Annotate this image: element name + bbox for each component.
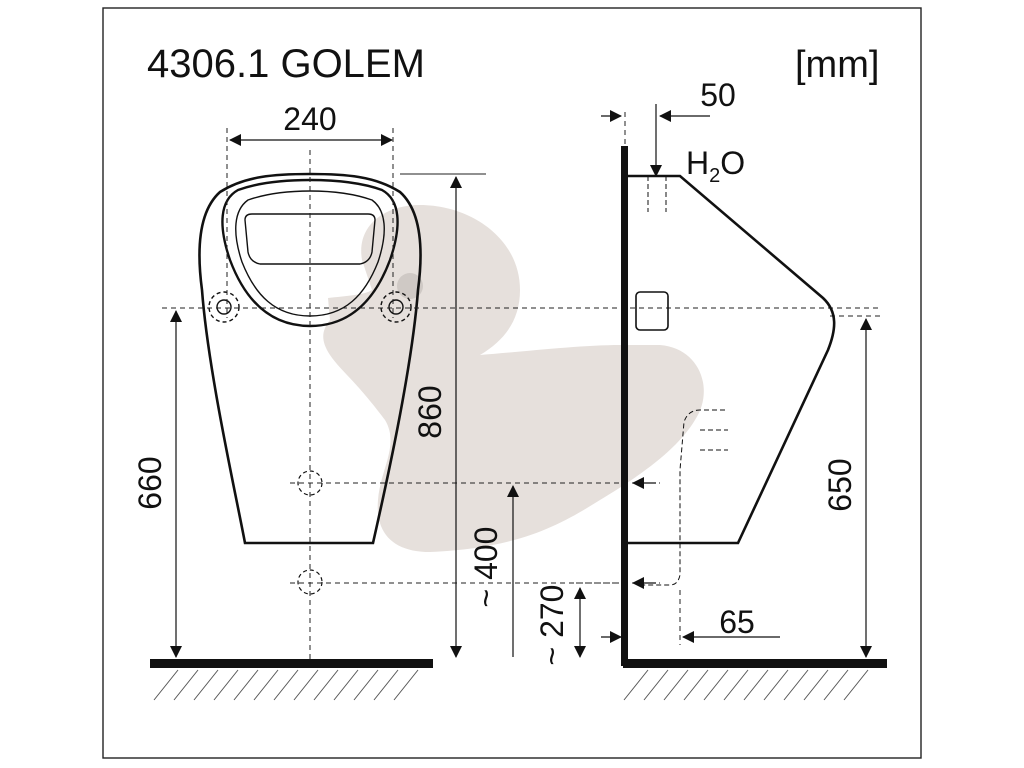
drawing-title: 4306.1 GOLEM bbox=[147, 42, 425, 86]
dim-offset-50: 50 bbox=[700, 77, 736, 113]
dim-height-270: ~ 270 bbox=[534, 585, 570, 666]
dim-width-240: 240 bbox=[283, 101, 336, 137]
water-label: H2O bbox=[686, 145, 745, 187]
dashed-guides bbox=[162, 112, 880, 660]
dim-height-650: 650 bbox=[822, 458, 858, 511]
dim-height-660: 660 bbox=[132, 456, 168, 509]
supply-circle bbox=[297, 569, 323, 595]
dimension-lines bbox=[170, 104, 872, 658]
side-tab bbox=[635, 291, 669, 331]
bowl-outer bbox=[198, 172, 422, 545]
floor-right bbox=[623, 659, 887, 701]
dim-height-400: ~ 400 bbox=[468, 527, 504, 608]
fixing-hole-right bbox=[380, 291, 412, 323]
unit-label: [mm] bbox=[795, 44, 879, 86]
frame-border bbox=[102, 7, 922, 759]
fixing-hole-left bbox=[208, 291, 240, 323]
dim-height-860: 860 bbox=[412, 385, 448, 438]
floor-left bbox=[150, 659, 433, 701]
urinal-side-view bbox=[628, 174, 836, 586]
side-outline bbox=[628, 174, 836, 545]
wall bbox=[621, 146, 628, 666]
dim-offset-65: 65 bbox=[719, 604, 755, 640]
bowl-cavity bbox=[244, 213, 376, 265]
